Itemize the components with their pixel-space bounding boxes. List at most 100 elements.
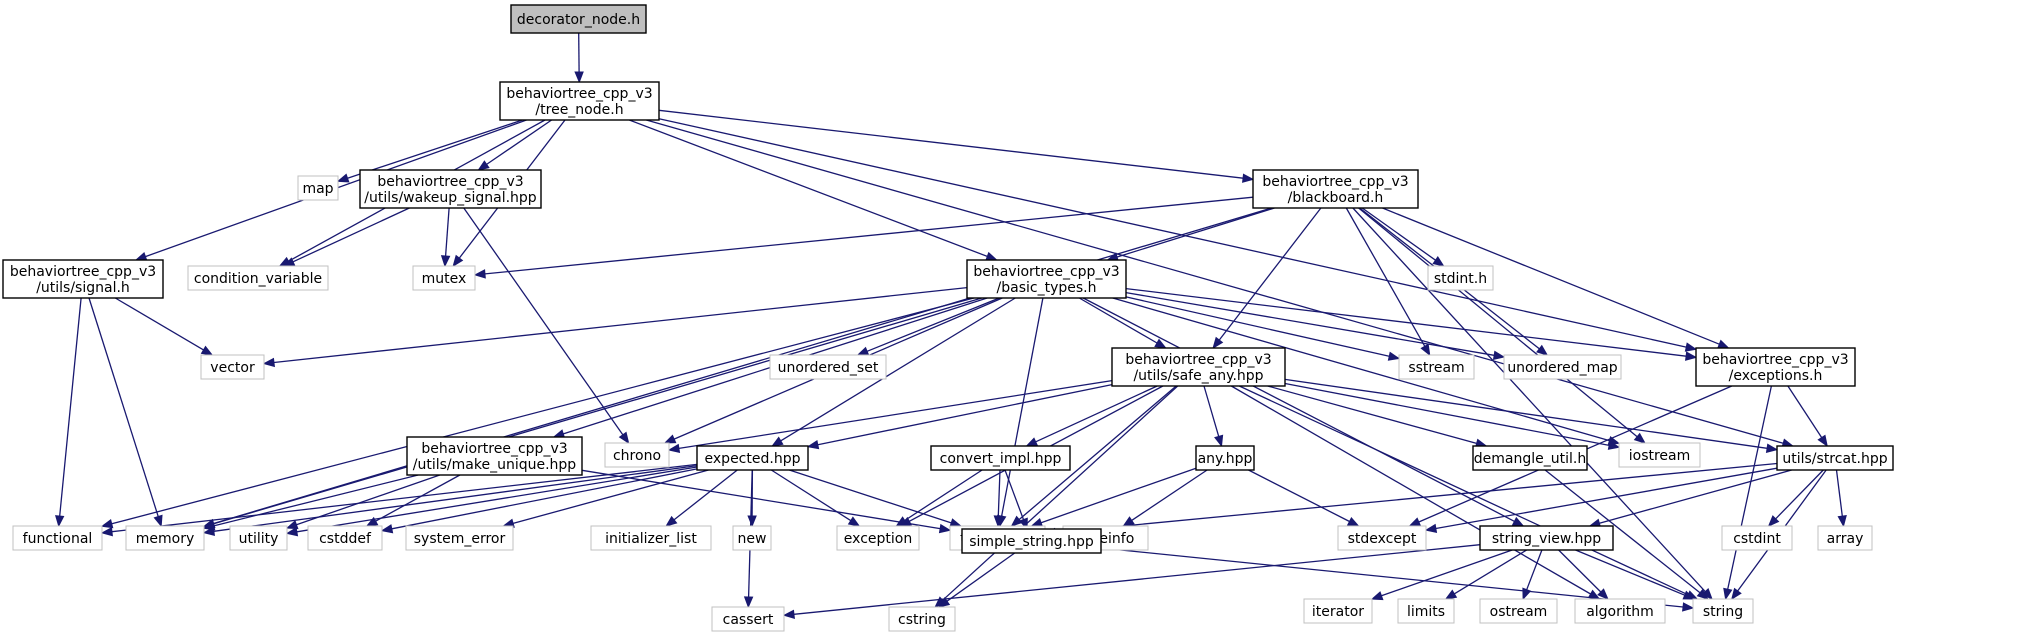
edge-line	[997, 469, 1001, 517]
node-any-hpp[interactable]: any.hpp	[1195, 445, 1255, 471]
edge-blackboard-to-mutex	[473, 196, 1254, 279]
edge-line	[111, 297, 975, 525]
edge-arrowhead	[477, 160, 490, 171]
edge-strcat-to-array	[1835, 469, 1847, 528]
node-box	[1303, 598, 1373, 624]
edge-line	[292, 207, 410, 263]
edge-line	[1078, 297, 1158, 344]
edge-line	[817, 383, 1113, 446]
node-label: /blackboard.h	[1288, 190, 1384, 206]
edge-line	[1558, 549, 1602, 593]
edge-basic_types-to-expected	[771, 297, 1016, 447]
edge-line	[1454, 549, 1528, 595]
node-utility: utility	[229, 525, 288, 551]
node-cassert: cassert	[711, 606, 785, 632]
node-safe-any[interactable]: behaviortree_cpp_v3/utils/safe_any.hpp	[1111, 347, 1286, 387]
node-simple-string[interactable]: simple_string.hpp	[961, 528, 1102, 554]
node-box	[1695, 347, 1856, 387]
edge-line	[1544, 469, 1701, 594]
node-make-unique[interactable]: behaviortree_cpp_v3/utils/make_unique.hp…	[406, 436, 583, 476]
edge-line	[1035, 385, 1158, 443]
node-label: unordered_map	[1507, 360, 1617, 376]
edge-expected-to-memory	[202, 464, 698, 536]
node-box	[1427, 265, 1494, 291]
node-demangle-util[interactable]: demangle_util.h	[1472, 445, 1588, 471]
node-label: /basic_types.h	[997, 280, 1097, 296]
edge-expected-to-functional	[100, 463, 698, 537]
edge-arrowhead	[937, 597, 951, 608]
node-box	[200, 354, 265, 380]
node-convert-impl[interactable]: convert_impl.hpp	[930, 445, 1071, 471]
edge-basic_types-to-exceptions	[1125, 287, 1698, 361]
node-strcat[interactable]: utils/strcat.hpp	[1776, 445, 1894, 471]
edge-line	[678, 379, 1113, 450]
node-box	[1472, 445, 1588, 471]
node-limits: limits	[1397, 598, 1455, 624]
edge-line	[1361, 207, 1436, 261]
edge-arrowhead	[985, 251, 998, 261]
edge-line	[789, 469, 952, 524]
node-box	[966, 259, 1127, 299]
edge-arrowhead	[747, 515, 757, 528]
node-tree-node[interactable]: behaviortree_cpp_v3/tree_node.h	[499, 81, 660, 121]
node-exceptions[interactable]: behaviortree_cpp_v3/exceptions.h	[1695, 347, 1856, 387]
edge-arrowhead	[938, 523, 952, 534]
node-box	[1398, 354, 1475, 380]
node-wakeup-signal[interactable]: behaviortree_cpp_v3/utils/wakeup_signal.…	[359, 169, 542, 209]
node-label: new	[738, 531, 767, 547]
node-label: utility	[239, 531, 279, 547]
node-decorator-node[interactable]: decorator_node.h	[510, 4, 647, 34]
edge-line	[1352, 207, 1706, 593]
edge-arrowhead	[100, 519, 114, 529]
node-label: chrono	[613, 448, 661, 464]
node-ostream: ostream	[1479, 598, 1558, 624]
node-basic-types[interactable]: behaviortree_cpp_v3/basic_types.h	[966, 259, 1127, 299]
edge-blackboard-to-iostream	[1358, 207, 1646, 444]
edge-tree_node-to-blackboard	[658, 109, 1255, 183]
edge-arrowhead	[1522, 587, 1532, 601]
node-box	[412, 265, 476, 291]
edge-arrowhead	[1408, 517, 1422, 527]
edge-line	[391, 468, 698, 530]
edge-line	[1775, 469, 1824, 520]
edge-line	[1125, 287, 1687, 357]
edge-arrowhead	[100, 527, 113, 537]
edge-line	[658, 109, 1244, 179]
edge-tree_node-to-exceptions	[658, 118, 1698, 352]
edge-signal-to-vector	[114, 297, 214, 356]
node-box	[1503, 354, 1622, 380]
node-chrono: chrono	[604, 442, 670, 468]
edge-arrowhead	[663, 434, 677, 444]
node-label: string_view.hpp	[1492, 531, 1601, 547]
edge-demangle_util-to-string	[1544, 469, 1709, 600]
node-box	[604, 442, 670, 468]
edge-line	[658, 118, 1687, 348]
node-blackboard[interactable]: behaviortree_cpp_v3/blackboard.h	[1252, 169, 1419, 209]
edge-line	[1218, 207, 1322, 341]
edge-arrowhead	[55, 515, 65, 528]
edge-line	[1054, 462, 1778, 534]
node-label: behaviortree_cpp_v3	[10, 264, 156, 280]
edge-basic_types-to-unordered_map	[1125, 291, 1506, 360]
node-array: array	[1817, 525, 1873, 551]
edge-arrowhead	[1511, 516, 1525, 527]
edge-arrowhead	[1242, 173, 1255, 183]
node-label: /tree_node.h	[535, 102, 623, 118]
edge-tree_node-to-map	[336, 119, 523, 183]
node-string-view[interactable]: string_view.hpp	[1479, 525, 1614, 551]
edge-arrowhead	[1723, 587, 1733, 601]
edge-line	[111, 463, 698, 533]
edge-line	[1267, 385, 1477, 445]
edge-arrowhead	[452, 254, 464, 268]
edge-arrowhead	[285, 526, 299, 537]
node-signal[interactable]: behaviortree_cpp_v3/utils/signal.h	[2, 259, 164, 299]
node-box	[732, 525, 772, 551]
edge-arrowhead	[365, 516, 379, 527]
node-box	[1479, 525, 1614, 551]
node-box	[1397, 598, 1455, 624]
edge-layer	[55, 32, 1847, 619]
node-expected[interactable]: expected.hpp	[696, 445, 809, 471]
edge-line	[1599, 469, 1792, 524]
edge-arrowhead	[134, 252, 148, 261]
node-iterator: iterator	[1303, 598, 1373, 624]
